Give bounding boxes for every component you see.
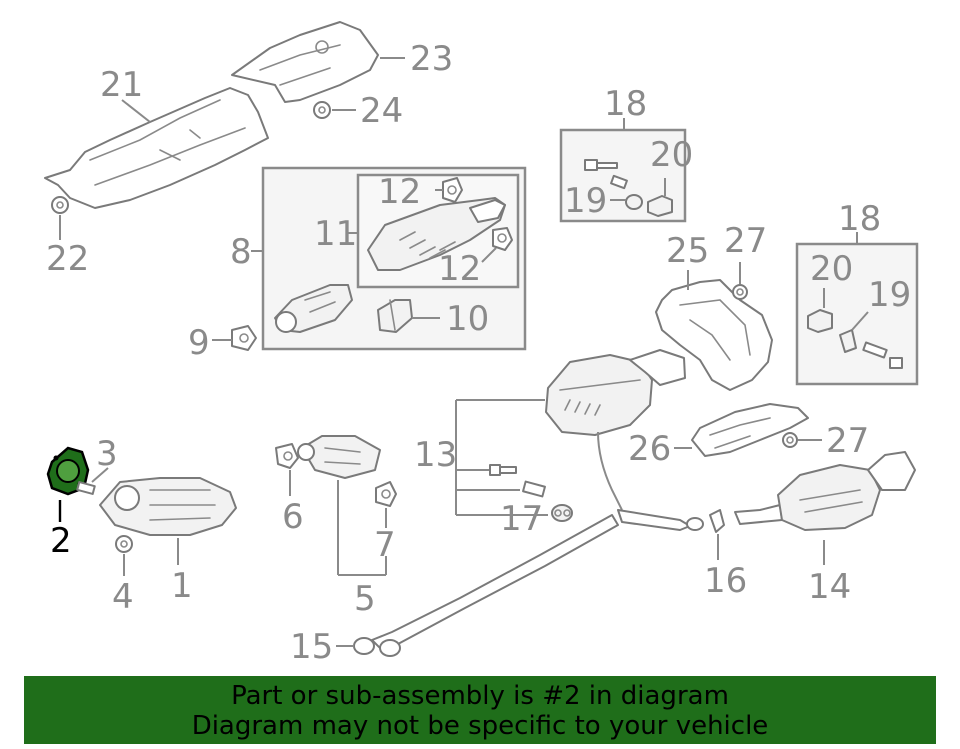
callout-20-upper: 20: [650, 135, 693, 175]
banner-line-1: Part or sub-assembly is #2 in diagram: [231, 681, 729, 711]
callout-8: 8: [230, 232, 252, 272]
gasket-9: [231, 325, 257, 351]
callout-7: 7: [374, 525, 396, 565]
callout-22: 22: [46, 239, 89, 279]
banner-line-2: Diagram may not be specific to your vehi…: [191, 711, 769, 741]
gasket-6: [275, 443, 299, 469]
heat-shield-26: [691, 403, 809, 457]
hanger-17: [551, 504, 573, 522]
callout-25: 25: [666, 231, 709, 271]
gasket-2-highlighted[interactable]: [46, 446, 90, 496]
bolt-19-right: [839, 329, 903, 369]
callout-15: 15: [290, 627, 333, 667]
callout-1: 1: [171, 566, 193, 606]
callout-3: 3: [96, 434, 118, 474]
callout-11: 11: [314, 214, 357, 254]
callout-26: 26: [628, 429, 671, 469]
nut-27-lower: [782, 432, 798, 448]
nut-4: [115, 535, 133, 553]
callout-24: 24: [360, 91, 403, 131]
gasket-7: [375, 481, 397, 507]
catalytic-converter-1: [99, 477, 237, 536]
callout-19-upper: 19: [564, 181, 607, 221]
heat-shield-23: [231, 21, 379, 103]
callout-6: 6: [282, 497, 304, 537]
center-muffler: [545, 349, 686, 436]
catalytic-converter-5: [297, 435, 381, 479]
callout-17: 17: [500, 499, 543, 539]
bracket-20-upper: [647, 195, 673, 217]
callout-2-highlighted: 2: [50, 521, 72, 561]
rear-muffler-14: [734, 451, 916, 531]
callout-4: 4: [112, 577, 134, 617]
callout-23: 23: [410, 39, 453, 79]
bolt-3: [76, 481, 96, 495]
callout-21: 21: [100, 65, 143, 105]
callout-20-right: 20: [810, 249, 853, 289]
bracket-20-right: [807, 309, 833, 333]
gasket-16: [709, 509, 725, 533]
info-banner: Part or sub-assembly is #2 in diagram Di…: [24, 676, 936, 744]
callout-10: 10: [446, 299, 489, 339]
pin-13: [522, 480, 546, 498]
callout-9: 9: [188, 323, 210, 363]
callout-16: 16: [704, 561, 747, 601]
callout-19-right: 19: [868, 275, 911, 315]
callout-12-lower: 12: [438, 249, 481, 289]
callout-18-right: 18: [838, 199, 881, 239]
gasket-12-lower: [492, 227, 513, 251]
nut-22: [51, 196, 69, 214]
catalytic-converter-lower: [274, 284, 353, 333]
callout-27-lower: 27: [826, 421, 869, 461]
heat-shield-21: [44, 87, 269, 209]
callout-14: 14: [808, 567, 851, 607]
callout-12-upper: 12: [378, 172, 421, 212]
callout-5: 5: [354, 579, 376, 619]
bolt-13: [489, 464, 517, 476]
callout-13: 13: [414, 435, 457, 475]
bolt-19-upper: [584, 159, 643, 210]
heat-shield-25: [655, 279, 773, 391]
catalytic-converter-11: [367, 197, 506, 271]
nut-24: [313, 101, 331, 119]
nut-27-upper: [732, 284, 748, 300]
callout-18-upper: 18: [604, 84, 647, 124]
gasket-12-upper: [442, 177, 463, 203]
callout-27-upper: 27: [724, 221, 767, 261]
front-pipe-15: [353, 509, 704, 657]
